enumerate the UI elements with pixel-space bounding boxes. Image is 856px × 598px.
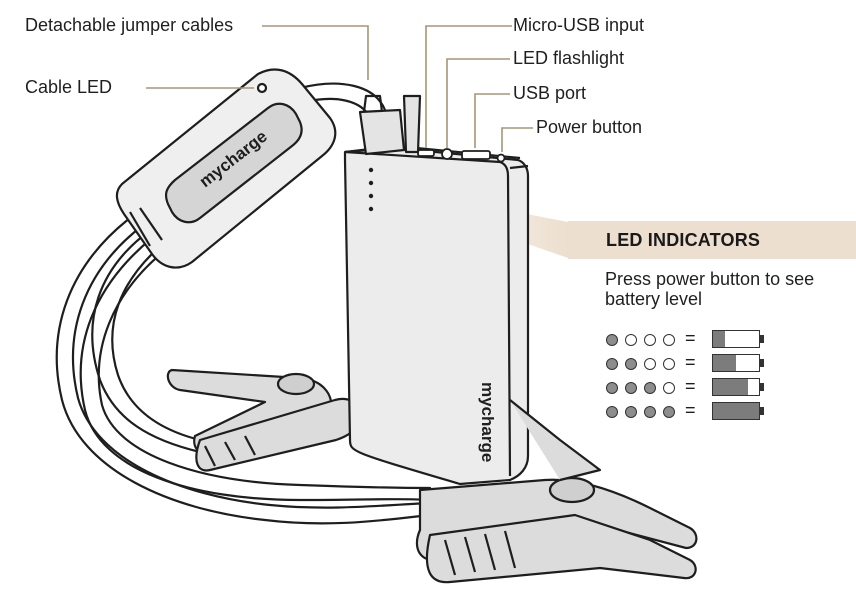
battery-fill [713, 331, 725, 347]
right-clamp-pivot [548, 476, 596, 504]
equals-sign: = [685, 376, 696, 396]
battery-tip [760, 383, 764, 391]
micro-usb-port [417, 149, 435, 157]
battery-tip [760, 407, 764, 415]
indicator-dot [644, 358, 656, 370]
label-power-button: Power button [536, 117, 643, 137]
label-usb-port: USB port [513, 83, 587, 103]
indicator-dot [663, 406, 675, 418]
led-dot [368, 206, 374, 212]
indicator-dot [606, 406, 618, 418]
indicator-dot [644, 334, 656, 346]
led-indicators-title: LED INDICATORS [606, 230, 761, 250]
equals-sign: = [685, 352, 696, 372]
leader-power-button [501, 127, 533, 152]
leader-usb-port [474, 93, 510, 148]
led-indicators-banner: LED INDICATORS [568, 221, 856, 259]
leader-micro-usb [425, 25, 512, 148]
indicator-dot [606, 334, 618, 346]
label-jumper-cables: Detachable jumper cables [25, 15, 234, 35]
jumper-cables [55, 82, 432, 525]
indicator-dot [625, 382, 637, 394]
indicator-dot [663, 334, 675, 346]
device-ports [417, 148, 506, 163]
power-button [496, 153, 506, 163]
equals-sign: = [685, 328, 696, 348]
indicator-dot [663, 358, 675, 370]
leader-jumper-cables [262, 25, 369, 80]
indicator-dot [606, 358, 618, 370]
battery-fill [713, 403, 759, 419]
device-brand-logo: mycharge [478, 382, 497, 462]
battery-tip [760, 359, 764, 367]
label-cable-led: Cable LED [25, 77, 113, 97]
indicator-dot [625, 406, 637, 418]
battery-icon [712, 378, 760, 396]
indicator-dot [625, 358, 637, 370]
indicator-dot [644, 382, 656, 394]
indicator-dot [663, 382, 675, 394]
battery-icon [712, 354, 760, 372]
label-micro-usb: Micro-USB input [513, 15, 645, 35]
label-flashlight: LED flashlight [513, 48, 625, 68]
battery-tip [760, 335, 764, 343]
leader-lines [146, 25, 533, 152]
cable-plug [358, 94, 422, 156]
led-indicator-dots [368, 167, 374, 212]
led-indicators-description: Press power button to see battery level [605, 269, 815, 309]
usb-port [461, 150, 491, 160]
leader-flashlight [446, 58, 510, 148]
left-clamp [166, 368, 362, 472]
battery-icon [712, 330, 760, 348]
battery-icon [712, 402, 760, 420]
led-dot [368, 180, 374, 186]
equals-sign: = [685, 400, 696, 420]
cable-led-housing [115, 68, 337, 269]
indicator-dot [644, 406, 656, 418]
cable-led-icon [256, 82, 268, 94]
flashlight-lens [441, 148, 453, 160]
right-clamp [415, 399, 698, 584]
left-clamp-pivot [276, 372, 316, 396]
battery-fill [713, 379, 748, 395]
indicator-dot [625, 334, 637, 346]
indicator-dot [606, 382, 618, 394]
led-dot [368, 193, 374, 199]
battery-fill [713, 355, 736, 371]
led-dot [368, 167, 374, 173]
